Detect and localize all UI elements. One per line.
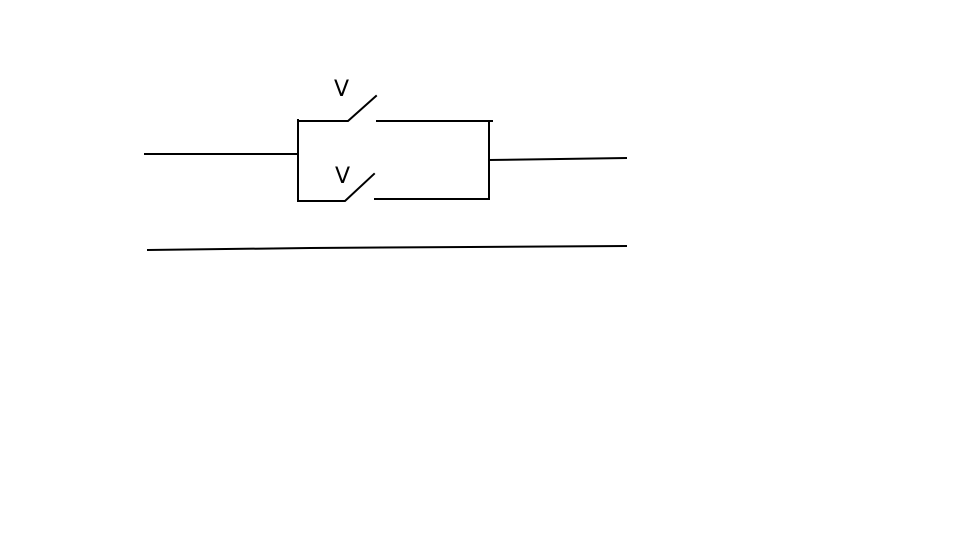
bottom-switch-label: V [335, 164, 350, 189]
top-switch-label: V [334, 77, 349, 102]
output-wire [487, 156, 628, 162]
top-switch-left-wire [297, 94, 378, 122]
return-wire [146, 244, 628, 252]
bottom-switch-left-wire [297, 172, 376, 202]
